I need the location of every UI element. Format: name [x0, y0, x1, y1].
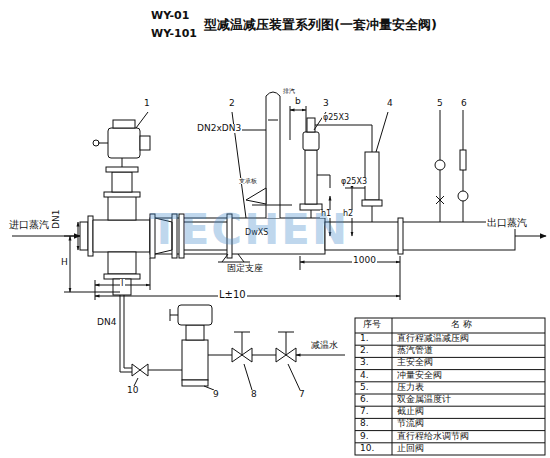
callout-number: 2	[228, 99, 236, 108]
title: 型减温减压装置系列图(一套冲量安全阀)	[204, 18, 437, 32]
table-cell: 5.	[360, 383, 369, 392]
vent-label: 排汽	[282, 88, 296, 94]
dimension: DN2xDN3	[196, 124, 242, 133]
callout-number: 1	[143, 99, 151, 108]
table-cell: 节流阀	[397, 419, 424, 428]
pipe-size: φ25X3	[322, 114, 350, 122]
callout-number: 9	[212, 390, 220, 399]
callout-number: 7	[298, 390, 306, 399]
table-cell: 压力表	[397, 383, 424, 392]
table-rule	[355, 418, 545, 419]
table-cell: 7.	[360, 407, 369, 416]
callout-number: 5	[436, 99, 444, 108]
model-code: WY-101	[150, 28, 198, 40]
table-cell: 8.	[360, 419, 369, 428]
pipe-size: DN4	[96, 318, 117, 327]
callout-number: 6	[460, 99, 468, 108]
table-header: 名 称	[450, 320, 473, 329]
flow-label: 出口蒸汽	[486, 218, 528, 229]
table-cell: 截止阀	[397, 407, 424, 416]
part-note: 支承板	[238, 178, 258, 184]
table-cell: 双金属温度计	[397, 395, 451, 404]
callout-number: 3	[322, 99, 330, 108]
table-rule	[355, 369, 545, 370]
dimension: DN1	[52, 209, 61, 230]
table-cell: 直行程减温减压阀	[397, 334, 469, 343]
table-cell: 9.	[360, 432, 369, 441]
table-header: 序号	[362, 320, 382, 329]
table-cell: 4.	[360, 371, 369, 380]
flow-label: 进口蒸汽	[8, 220, 50, 231]
table-cell: 蒸汽管道	[397, 346, 433, 355]
callout-number: 10	[126, 386, 139, 395]
table-cell: 直行程给水调节阀	[397, 432, 469, 441]
table-cell: 6.	[360, 395, 369, 404]
callout-number: 4	[386, 99, 394, 108]
dimension: H	[60, 258, 69, 267]
table-rule	[355, 406, 545, 407]
table-cell: 止回阀	[397, 444, 424, 453]
table-cell: 1.	[360, 334, 369, 343]
table-cell: 冲量安全阀	[397, 371, 442, 380]
table-rule	[355, 345, 545, 346]
table-cell: 3.	[360, 358, 369, 367]
table-cell: 主安全阀	[397, 358, 433, 367]
model-code: WY-01	[150, 10, 190, 22]
dimension: L±10	[218, 290, 247, 301]
table-cell: 2.	[360, 346, 369, 355]
watermark: TECHEN	[150, 208, 349, 252]
table-rule	[355, 381, 545, 382]
callout-number: 8	[250, 390, 258, 399]
flow-label: 减温水	[310, 341, 339, 350]
dimension: l	[120, 279, 125, 288]
table-rule	[355, 357, 545, 358]
support-label: 固定支座	[226, 264, 264, 273]
table-rule	[355, 442, 545, 443]
dimension: b	[294, 97, 302, 106]
dimension: 1000	[352, 256, 377, 265]
table-cell: 10.	[360, 444, 374, 453]
pipe-size: φ25X3	[340, 178, 368, 186]
